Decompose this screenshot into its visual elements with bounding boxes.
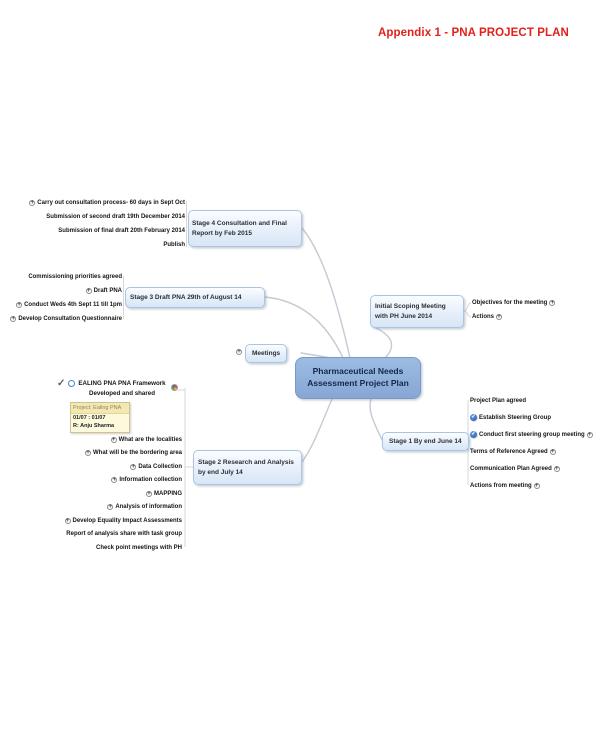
list-item[interactable]: Draft PNA: [10, 284, 122, 298]
expand-icon[interactable]: [586, 431, 593, 438]
item-label: Develop Consultation Questionnaire: [18, 316, 122, 322]
item-label: What are the localities: [118, 436, 182, 443]
item-label: Information collection: [119, 477, 182, 484]
branch-stage4-items: Carry out consultation process- 60 days …: [29, 196, 185, 252]
expand-icon[interactable]: [496, 314, 503, 320]
item-label: Establish Steering Group: [479, 414, 552, 421]
list-item[interactable]: MAPPING: [65, 487, 182, 501]
list-item[interactable]: Develop Consultation Questionnaire: [10, 312, 122, 326]
status-wheel-icon: [170, 384, 178, 391]
item-label: Project Plan agreed: [470, 397, 527, 404]
expand-icon[interactable]: [145, 490, 152, 497]
list-item[interactable]: What will be the bordering area: [65, 447, 182, 461]
expand-icon[interactable]: [110, 436, 117, 443]
list-item[interactable]: Carry out consultation process- 60 days …: [29, 196, 185, 210]
expand-icon[interactable]: [130, 463, 137, 470]
done-check-icon: [470, 431, 477, 438]
expand-icon[interactable]: [85, 288, 92, 294]
expand-icon[interactable]: [29, 200, 36, 206]
list-item[interactable]: Publish: [29, 238, 185, 252]
mindmap-node-stage4[interactable]: Stage 4 Consultation and Final Report by…: [188, 210, 302, 247]
tooltip-dates: 01/07 : 01/07: [73, 415, 106, 421]
expand-icon[interactable]: [549, 300, 556, 306]
item-label: Conduct first steering group meeting: [479, 431, 585, 438]
done-check-icon: [470, 414, 477, 421]
mindmap-node-stage1[interactable]: Stage 1 By end June 14: [382, 432, 469, 451]
list-item[interactable]: What are the localities: [65, 433, 182, 447]
tooltip-owner: R: Anju Sharma: [73, 423, 115, 429]
item-label: Terms of Reference Agreed: [470, 448, 548, 455]
expand-icon[interactable]: [111, 477, 118, 484]
list-item[interactable]: Submission of final draft 20th February …: [29, 224, 185, 238]
item-label: Conduct Weds 4th Sept 11 till 1pm: [24, 302, 122, 308]
framework-task-item[interactable]: EALING PNA PNA Framework Developed and s…: [57, 379, 178, 399]
item-label: Communication Plan Agreed: [470, 465, 552, 472]
item-label: Submission of second draft 19th December…: [46, 214, 185, 220]
list-item[interactable]: Develop Equality Impact Assessments: [64, 514, 183, 528]
list-item[interactable]: Project Plan agreed: [470, 392, 593, 409]
list-item[interactable]: Actions from meeting: [470, 477, 593, 494]
page-title: Appendix 1 - PNA PROJECT PLAN: [378, 27, 569, 39]
mindmap-node-scoping-meeting[interactable]: Initial Scoping Meeting with PH June 201…: [370, 295, 464, 328]
item-label: Report of analysis share with task group: [66, 531, 182, 538]
item-label: Develop Equality Impact Assessments: [72, 517, 183, 524]
expand-icon[interactable]: [107, 504, 114, 511]
list-item[interactable]: Report of analysis share with task group: [65, 528, 182, 542]
list-item[interactable]: Information collection: [65, 474, 182, 488]
mindmap-node-meetings[interactable]: Meetings: [245, 344, 288, 363]
check-icon: [57, 379, 65, 389]
item-label: Actions from meeting: [470, 482, 532, 489]
branch-stage3-items: Commissioning priorities agreed Draft PN…: [10, 270, 122, 326]
task-tooltip: Project: Ealing PNA 01/07 : 01/07 R: Anj…: [70, 402, 130, 433]
list-item[interactable]: Objectives for the meeting: [472, 296, 556, 310]
item-label: Objectives for the meeting: [472, 300, 548, 306]
tooltip-title: Project: Ealing PNA: [71, 403, 129, 414]
expand-icon[interactable]: [549, 448, 556, 455]
item-label: Draft PNA: [93, 288, 122, 294]
item-label: What will be the bordering area: [92, 450, 182, 457]
expand-icon[interactable]: [236, 349, 242, 355]
item-label: Commissioning priorities agreed: [28, 274, 122, 280]
mindmap-node-stage3[interactable]: Stage 3 Draft PNA 29th of August 14: [125, 287, 265, 308]
list-item[interactable]: Submission of second draft 19th December…: [29, 210, 185, 224]
item-label: Check point meetings with PH: [95, 544, 182, 551]
list-item[interactable]: Actions: [472, 310, 555, 324]
list-item[interactable]: Check point meetings with PH: [65, 541, 182, 555]
list-item[interactable]: Communication Plan Agreed: [470, 460, 593, 477]
branch-scoping-items: Objectives for the meeting Actions: [472, 296, 556, 324]
item-label: MAPPING: [153, 490, 182, 497]
expand-icon[interactable]: [553, 465, 560, 472]
expand-icon[interactable]: [64, 517, 71, 524]
list-item[interactable]: Terms of Reference Agreed: [470, 443, 593, 460]
item-label: Publish: [163, 242, 185, 248]
branch-stage2-items: What are the localities What will be the…: [64, 433, 183, 555]
expand-icon[interactable]: [533, 482, 540, 489]
framework-label: EALING PNA PNA Framework Developed and s…: [78, 380, 166, 397]
item-label: Carry out consultation process- 60 days …: [37, 200, 185, 206]
item-label: Submission of final draft 20th February …: [58, 228, 185, 234]
expand-icon[interactable]: [16, 302, 23, 308]
item-label: Actions: [472, 314, 495, 320]
expand-icon[interactable]: [84, 450, 91, 457]
mindmap-node-stage2[interactable]: Stage 2 Research and Analysis by end Jul…: [193, 450, 302, 485]
branch-stage1-items: Project Plan agreed Establish Steering G…: [470, 392, 593, 494]
list-item[interactable]: Analysis of information: [65, 501, 182, 515]
list-item[interactable]: Commissioning priorities agreed: [10, 270, 122, 284]
list-item[interactable]: Conduct first steering group meeting: [470, 426, 593, 443]
item-label: Data Collection: [138, 463, 182, 470]
expand-icon[interactable]: [10, 316, 17, 322]
list-item[interactable]: Establish Steering Group: [470, 409, 593, 426]
list-item[interactable]: Data Collection: [65, 460, 182, 474]
item-label: Analysis of information: [115, 504, 182, 511]
mindmap-node-central[interactable]: Pharmaceutical Needs Assessment Project …: [295, 357, 421, 399]
clock-circle-icon: [68, 380, 76, 387]
list-item[interactable]: Conduct Weds 4th Sept 11 till 1pm: [10, 298, 122, 312]
